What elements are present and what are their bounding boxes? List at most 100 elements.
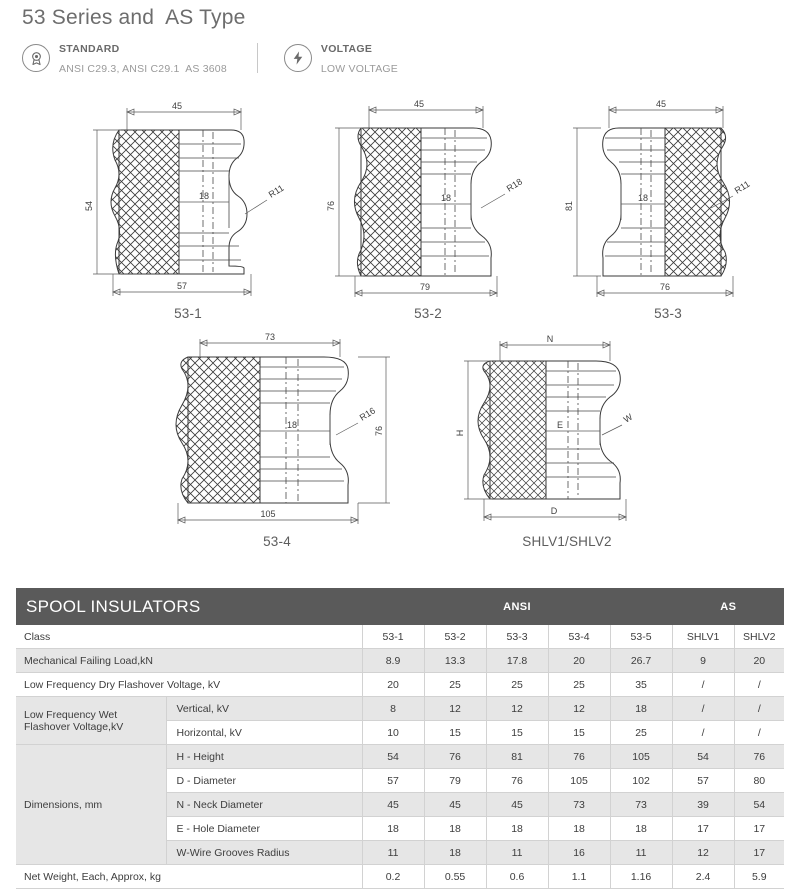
row-sublabel: W-Wire Grooves Radius <box>166 840 363 865</box>
cell: 102 <box>609 768 673 793</box>
drawing-shlv: N H E D W SHLV1/SHLV2 <box>422 327 712 549</box>
cell: 18 <box>547 816 611 841</box>
voltage-item: VOLTAGE LOW VOLTAGE <box>283 38 398 79</box>
dim-bottom-53-4: 105 <box>260 509 275 519</box>
row-label: Mechanical Failing Load,kN <box>16 648 363 673</box>
drawing-caption-53-1: 53-1 <box>174 306 202 321</box>
cell: 80 <box>733 768 784 793</box>
table-row: Low Frequency Dry Flashover Voltage, kV … <box>16 672 784 697</box>
cell: 17 <box>671 816 735 841</box>
cell: SHLV2 <box>733 624 784 649</box>
row-label: Low Frequency Wet Flashover Voltage,kV <box>16 696 167 745</box>
cell: 9 <box>671 648 735 673</box>
dim-bottom-53-1: 57 <box>176 281 186 291</box>
dim-left-53-1: 54 <box>84 201 94 211</box>
cell: 53-5 <box>609 624 673 649</box>
divider <box>256 43 258 73</box>
cell: 15 <box>423 720 487 745</box>
table-row: Dimensions, mm H - Height 54 76 81 76 10… <box>16 744 784 865</box>
dim-radius-shlv: W <box>621 411 634 424</box>
cell: 12 <box>547 696 611 721</box>
cell: 8.9 <box>361 648 425 673</box>
cell: 18 <box>609 816 673 841</box>
cell: 54 <box>733 792 784 817</box>
cell: 76 <box>547 744 611 769</box>
dim-top-shlv: N <box>546 334 553 344</box>
cell: 53-3 <box>485 624 549 649</box>
voltage-value: LOW VOLTAGE <box>320 63 398 75</box>
table-row: Low Frequency Wet Flashover Voltage,kV V… <box>16 696 784 745</box>
dim-center-53-4: 18 <box>286 420 296 430</box>
standard-item: STANDARD ANSI C29.3, ANSI C29.1 AS 3608 <box>22 38 227 79</box>
row-sublabel: D - Diameter <box>166 768 363 793</box>
cell: 15 <box>547 720 611 745</box>
cell: 11 <box>485 840 549 865</box>
cell: 45 <box>485 792 549 817</box>
drawing-53-3: 45 81 18 76 R11 53-3 <box>548 96 788 321</box>
row-label: Low Frequency Dry Flashover Voltage, kV <box>16 672 363 697</box>
cell: 39 <box>671 792 735 817</box>
dim-center-53-2: 18 <box>440 193 450 203</box>
row-sublabel: Vertical, kV <box>165 696 363 721</box>
cell: / <box>671 672 735 697</box>
cell: 5.9 <box>733 864 784 889</box>
row-label: Net Weight, Each, Approx, kg <box>16 864 363 889</box>
cell: 11 <box>609 840 673 865</box>
cell: 10 <box>361 720 425 745</box>
cell: 12 <box>423 696 487 721</box>
dim-left-53-3: 81 <box>564 201 574 211</box>
voltage-label: VOLTAGE <box>320 42 373 55</box>
cell: 45 <box>361 792 425 817</box>
dim-center-shlv: E <box>556 420 562 430</box>
standard-label: STANDARD <box>59 42 120 55</box>
cell: 20 <box>361 672 425 697</box>
cell: 54 <box>671 744 735 769</box>
row-label: Dimensions, mm <box>16 744 167 865</box>
cell: 76 <box>485 768 549 793</box>
dim-bottom-shlv: D <box>550 506 557 516</box>
cell: 53-1 <box>361 624 425 649</box>
group-header-as: AS <box>671 588 784 625</box>
drawing-53-1: 45 54 18 57 R11 53-1 <box>68 96 308 321</box>
cell: 1.16 <box>609 864 673 889</box>
lightning-bolt-icon <box>283 44 312 72</box>
cell: 8 <box>361 696 425 721</box>
cell: 2.4 <box>671 864 735 889</box>
cell: 18 <box>423 816 487 841</box>
row-sublabel: N - Neck Diameter <box>166 792 363 817</box>
cell: 76 <box>423 744 487 769</box>
drawing-53-4: 73 76 18 105 R16 53-4 <box>132 327 422 549</box>
cell: 0.2 <box>361 864 425 889</box>
standard-value: ANSI C29.3, ANSI C29.1 AS 3608 <box>59 63 227 75</box>
dim-top-53-1: 45 <box>171 101 181 111</box>
dim-top-53-4: 73 <box>264 332 274 342</box>
group-header-ansi: ANSI <box>361 588 673 625</box>
cell: 15 <box>485 720 549 745</box>
dim-radius-53-2: R18 <box>504 176 523 193</box>
cell: 1.1 <box>547 864 611 889</box>
dim-radius-53-1: R11 <box>266 183 285 200</box>
cell: SHLV1 <box>671 624 735 649</box>
cell: 18 <box>361 816 425 841</box>
spec-summary-bar: STANDARD ANSI C29.3, ANSI C29.1 AS 3608 … <box>22 38 398 78</box>
cell: 25 <box>485 672 549 697</box>
cell: / <box>671 696 735 721</box>
cell: 12 <box>671 840 735 865</box>
drawing-53-4-svg: 73 76 18 105 R16 <box>175 332 390 524</box>
cell: 81 <box>485 744 549 769</box>
technical-drawings: 45 54 18 57 R11 53-1 <box>0 96 800 549</box>
cell: 17 <box>733 840 784 865</box>
dim-radius-53-3: R11 <box>732 179 751 196</box>
cell: / <box>733 672 784 697</box>
drawing-shlv-svg: N H E D W <box>455 334 634 521</box>
cell: 35 <box>609 672 673 697</box>
row-label: Class <box>16 624 363 649</box>
table-header-row: SPOOL INSULATORS ANSI AS <box>16 588 784 625</box>
drawing-53-2: 45 76 18 79 R18 53-2 <box>308 96 548 321</box>
cell: 20 <box>733 648 784 673</box>
cell: 25 <box>609 720 673 745</box>
table-row: Net Weight, Each, Approx, kg 0.2 0.55 0.… <box>16 864 784 889</box>
cell: 53-4 <box>547 624 611 649</box>
cell: 73 <box>609 792 673 817</box>
